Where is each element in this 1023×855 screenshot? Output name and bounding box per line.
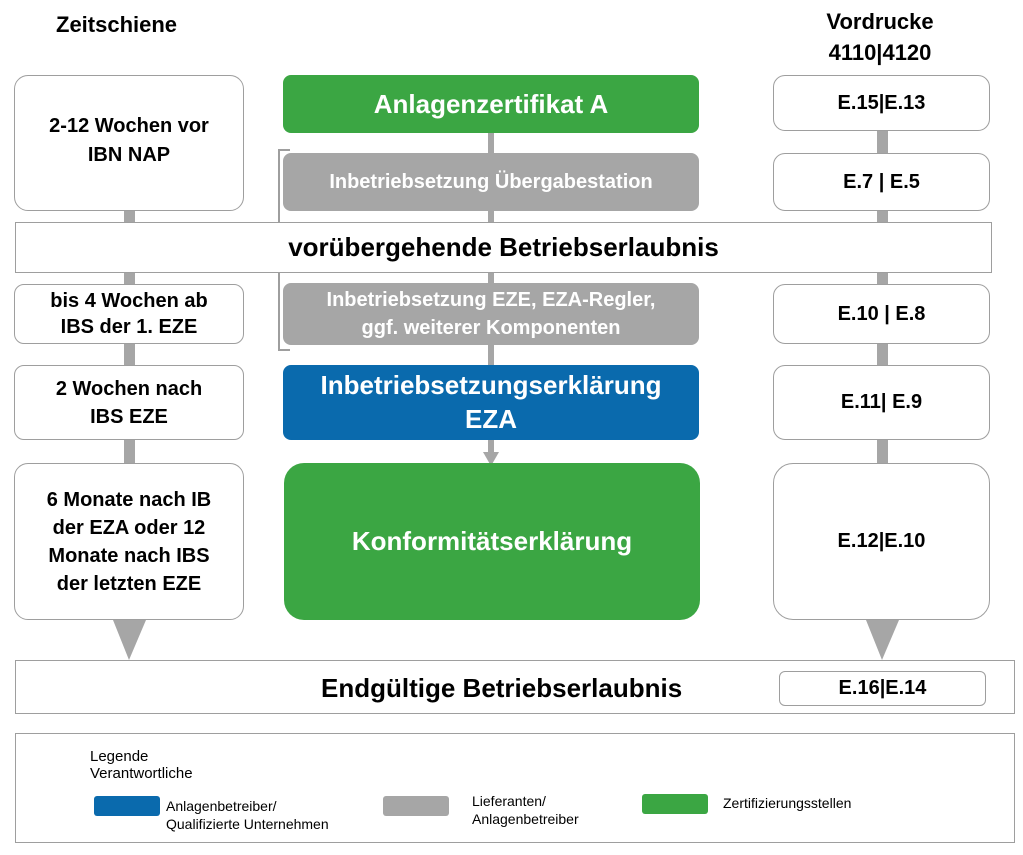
form-box-3: E.10 | E.8: [773, 284, 990, 344]
timeline-header: Zeitschiene: [56, 12, 178, 37]
step-konformitaetserklaerung: Konformitätserklärung: [284, 463, 700, 620]
legend-title-line2: Verantwortliche: [90, 765, 193, 783]
banner-temporary-permit: vorübergehende Betriebserlaubnis: [15, 222, 992, 273]
legend-item-operator-line2: Qualifizierte Unternehmen: [166, 816, 329, 833]
legend-title: Legende Verantwortliche: [90, 748, 193, 783]
legend-item-operator: Anlagenbetreiber/ Qualifizierte Unterneh…: [166, 797, 329, 833]
form-box-4: E.11| E.9: [773, 365, 990, 440]
timeline-box-2: bis 4 Wochen ab IBS der 1. EZE: [14, 284, 244, 344]
step-inbetriebsetzung-eze-line1: Inbetriebsetzung EZE, EZA-Regler,: [326, 289, 656, 311]
form-box-6: E.16|E.14: [779, 671, 986, 706]
form-box-5: E.12|E.10: [773, 463, 990, 620]
legend-swatch-gray: [383, 796, 449, 816]
timeline-box-2-line1: bis 4 Wochen ab: [50, 290, 208, 312]
timeline-box-4-line1: 6 Monate nach IB: [46, 488, 212, 511]
legend-item-supplier-line2: Anlagenbetreiber: [472, 811, 579, 828]
legend-swatch-blue: [94, 796, 160, 816]
legend-item-operator-line1: Anlagenbetreiber/: [166, 798, 277, 814]
timeline-box-4-line4: der letzten EZE: [56, 572, 202, 595]
timeline-box-3-line2: IBS EZE: [90, 405, 168, 428]
left-arrow-head: [113, 620, 146, 660]
timeline-box-4-line2: der EZA oder 12: [52, 516, 206, 539]
timeline-box-1-line1: 2-12 Wochen vor: [49, 115, 209, 137]
form-box-1: E.15|E.13: [773, 75, 990, 131]
legend-panel: Legende Verantwortliche Anlagenbetreiber…: [15, 733, 1015, 843]
forms-header-line2: 4110|4120: [828, 40, 932, 65]
step-inbetriebsetzung-uebergabestation: Inbetriebsetzung Übergabestation: [283, 153, 699, 211]
banner-final-permit: Endgültige Betriebserlaubnis E.16|E.14: [15, 660, 1015, 714]
final-permit-label: Endgültige Betriebserlaubnis: [321, 673, 683, 703]
step-inbetriebsetzung-eze-line2: ggf. weiterer Komponenten: [361, 317, 621, 339]
legend-swatch-green: [642, 794, 708, 814]
timeline-box-1-line2: IBN NAP: [87, 144, 171, 166]
timeline-box-4: 6 Monate nach IB der EZA oder 12 Monate …: [14, 463, 244, 620]
forms-header: Vordrucke 4110|4120: [790, 6, 970, 70]
legend-item-certification: Zertifizierungsstellen: [723, 795, 852, 811]
forms-header-line1: Vordrucke: [826, 9, 934, 35]
timeline-box-2-line2: IBS der 1. EZE: [60, 316, 198, 338]
step-inbetriebsetzungserklaerung-line2: EZA: [465, 403, 517, 434]
step-inbetriebsetzungserklaerung: Inbetriebsetzungserklärung EZA: [283, 365, 699, 440]
step-inbetriebsetzungserklaerung-line1: Inbetriebsetzungserklärung: [320, 369, 662, 400]
timeline-box-1: 2-12 Wochen vor IBN NAP: [14, 75, 244, 211]
middle-arrow-head: [483, 452, 499, 466]
step-inbetriebsetzung-eze: Inbetriebsetzung EZE, EZA-Regler, ggf. w…: [283, 283, 699, 345]
timeline-box-3-line1: 2 Wochen nach: [55, 377, 203, 400]
step-anlagenzertifikat: Anlagenzertifikat A: [283, 75, 699, 133]
timeline-box-4-line3: Monate nach IBS: [48, 544, 210, 567]
legend-title-line1: Legende: [90, 748, 149, 765]
timeline-box-3: 2 Wochen nach IBS EZE: [14, 365, 244, 440]
form-box-2: E.7 | E.5: [773, 153, 990, 211]
legend-item-supplier: Lieferanten/ Anlagenbetreiber: [472, 792, 579, 828]
right-arrow-head: [866, 620, 899, 660]
legend-item-supplier-line1: Lieferanten/: [472, 793, 546, 809]
